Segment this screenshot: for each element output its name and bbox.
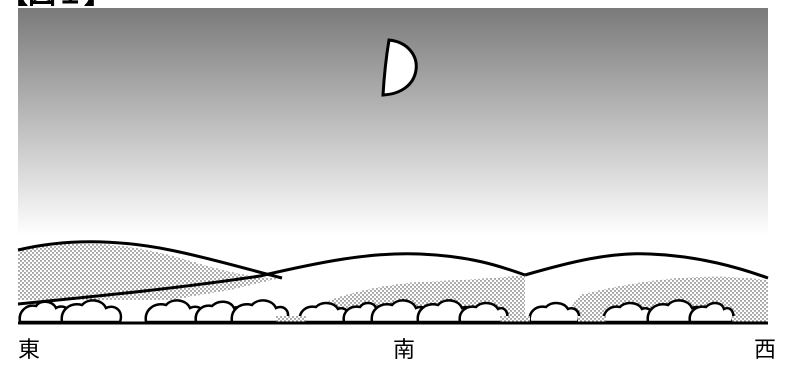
figure-label: 【図１】 (0, 0, 112, 8)
half-moon-icon (381, 38, 418, 97)
hill-east (17, 240, 283, 280)
hill-south (17, 252, 526, 306)
ground-dots (276, 316, 768, 322)
hill-east-shade (18, 243, 280, 300)
tree-line (18, 299, 735, 324)
direction-label-west: 西 (754, 338, 777, 363)
hill-west (524, 252, 769, 280)
direction-label-east: 東 (18, 338, 41, 363)
direction-label-south: 南 (393, 338, 416, 363)
